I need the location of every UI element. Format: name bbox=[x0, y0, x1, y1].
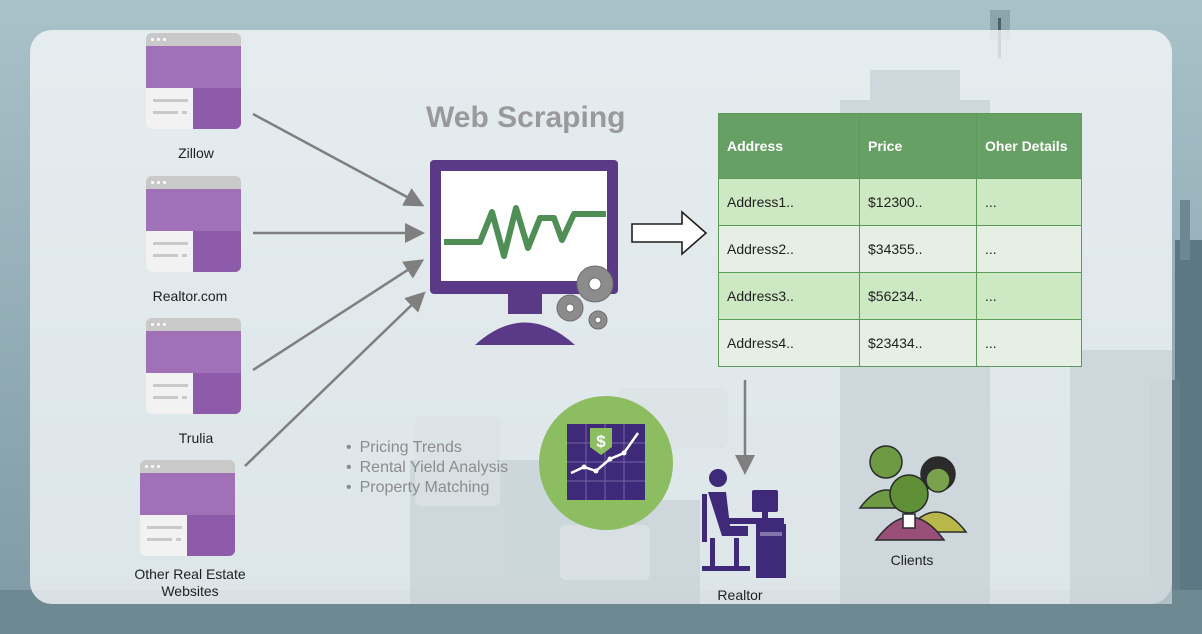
source-label-zillow: Zillow bbox=[178, 145, 214, 161]
monitor-chart-icon bbox=[430, 160, 618, 345]
table-cell: $12300.. bbox=[859, 178, 977, 226]
gears-icon bbox=[556, 265, 614, 330]
table-cell: $23434.. bbox=[859, 319, 977, 367]
table-row: Address4.. $23434.. ... bbox=[718, 319, 1082, 367]
insights-list: Pricing Trends Rental Yield Analysis Pro… bbox=[346, 438, 509, 498]
table-cell: Address2.. bbox=[718, 225, 860, 273]
browser-icon bbox=[140, 460, 235, 556]
table-cell: $34355.. bbox=[859, 225, 977, 273]
table-cell: Address1.. bbox=[718, 178, 860, 226]
table-header: Oher Details bbox=[976, 113, 1082, 179]
table-header: Price bbox=[859, 113, 977, 179]
browser-icon bbox=[146, 33, 241, 129]
table-cell: $56234.. bbox=[859, 272, 977, 320]
list-item: Pricing Trends bbox=[346, 438, 508, 458]
svg-text:$: $ bbox=[596, 432, 606, 451]
table-row: Address3.. $56234.. ... bbox=[718, 272, 1082, 320]
table-cell: ... bbox=[976, 272, 1082, 320]
dollar-chart-icon: $ bbox=[539, 396, 673, 530]
clients-group-icon bbox=[858, 445, 968, 541]
outline-arrow bbox=[631, 210, 708, 256]
table-cell: ... bbox=[976, 225, 1082, 273]
clients-label: Clients bbox=[890, 552, 934, 568]
browser-icon bbox=[146, 176, 241, 272]
source-label-trulia: Trulia bbox=[178, 430, 214, 446]
list-item: Rental Yield Analysis bbox=[346, 458, 509, 478]
table-cell: Address3.. bbox=[718, 272, 860, 320]
table-cell: ... bbox=[976, 178, 1082, 226]
diagram-title: Web Scraping bbox=[426, 101, 626, 134]
data-table: Address Price Oher Details Address1.. $1… bbox=[718, 113, 1082, 367]
table-cell: Address4.. bbox=[718, 319, 860, 367]
table-row: Address1.. $12300.. ... bbox=[718, 178, 1082, 226]
realtor-label: Realtor bbox=[717, 587, 763, 603]
browser-icon bbox=[146, 318, 241, 414]
table-header: Address bbox=[718, 113, 860, 179]
source-label-realtor: Realtor.com bbox=[152, 288, 228, 304]
table-cell: ... bbox=[976, 319, 1082, 367]
realtor-desk-icon bbox=[702, 469, 786, 578]
source-label-other: Other Real Estate Websites bbox=[134, 566, 246, 599]
list-item: Property Matching bbox=[346, 478, 508, 498]
table-row: Address2.. $34355.. ... bbox=[718, 225, 1082, 273]
